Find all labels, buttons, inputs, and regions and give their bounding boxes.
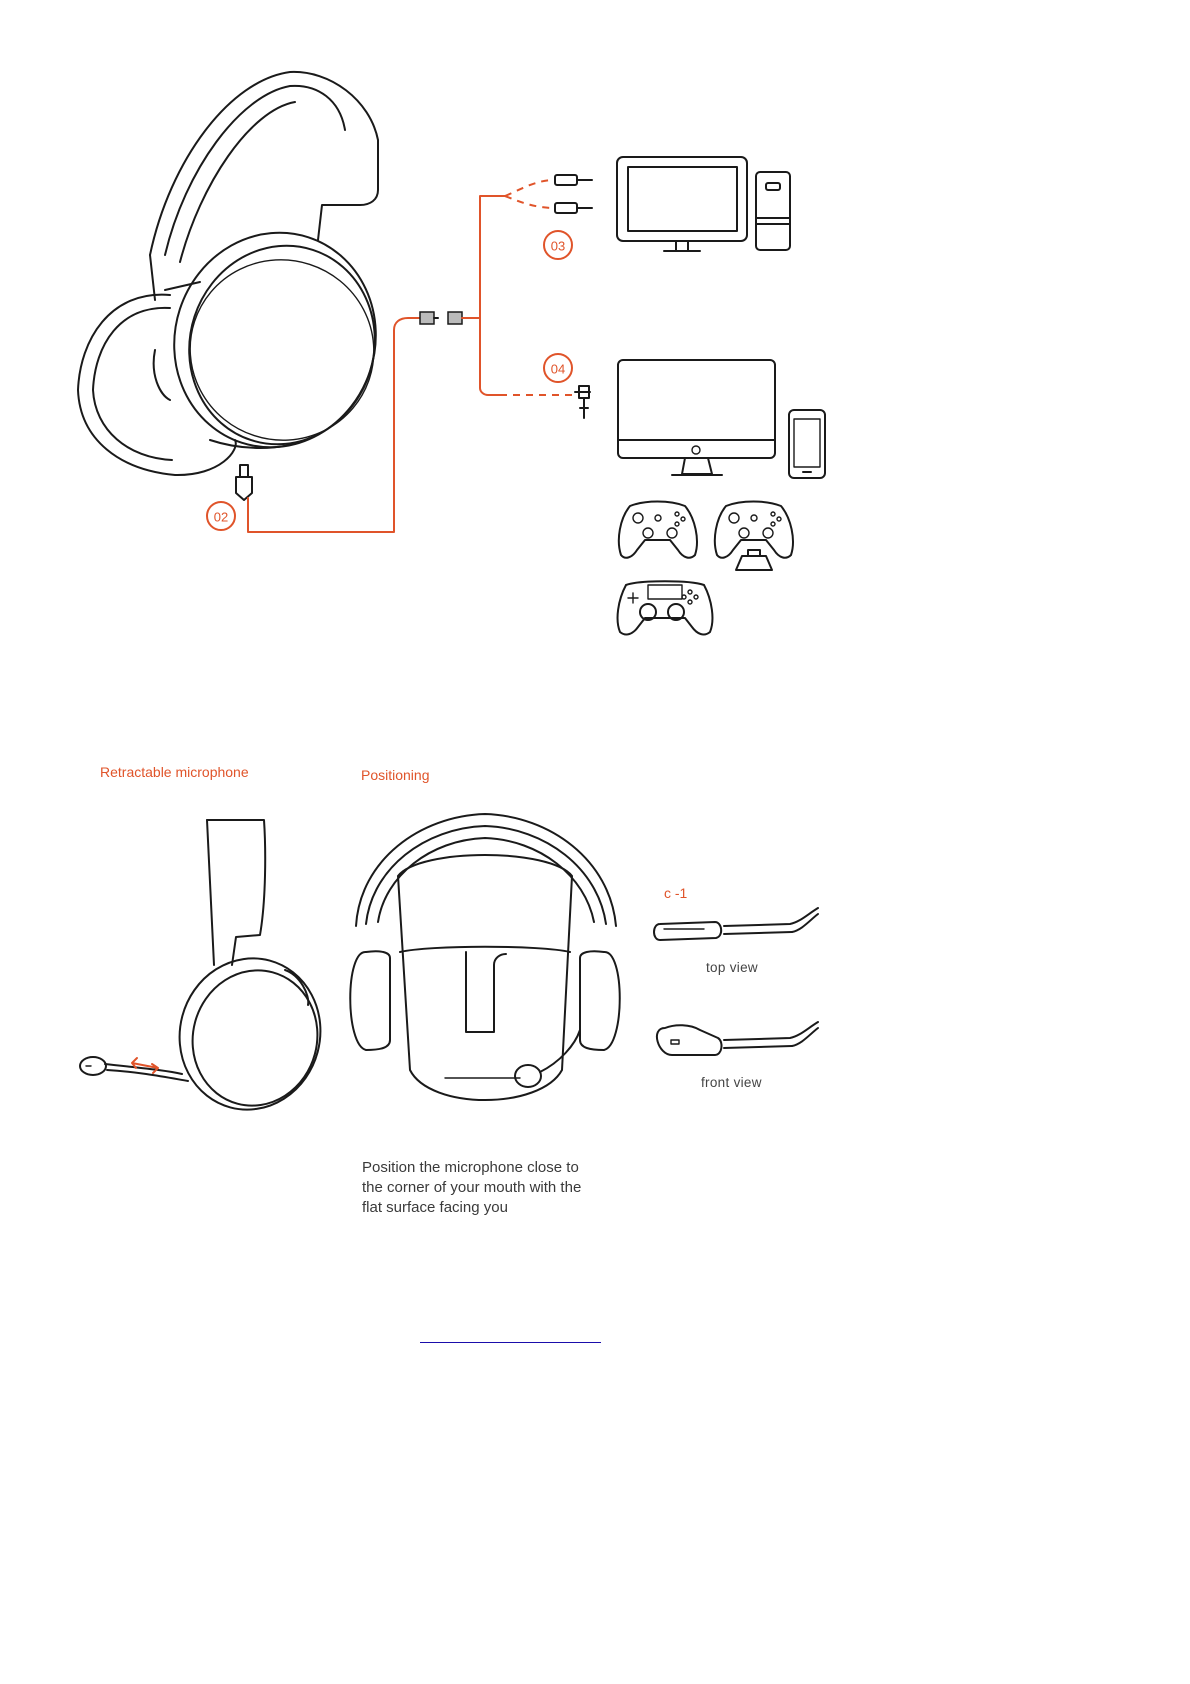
callout-04: 04 [544, 354, 572, 382]
splitter-dash-bottom [505, 196, 555, 208]
console-audio-plug [575, 386, 590, 418]
pc-audio-plugs [555, 175, 592, 213]
smartphone-icon [789, 410, 825, 478]
top-view-caption: top view [706, 960, 758, 975]
mic-view-label: c -1 [664, 885, 687, 901]
svg-text:02: 02 [214, 510, 228, 525]
callout-02: 02 [207, 502, 235, 530]
pc-monitor-icon [617, 157, 747, 251]
positioning-head-illustration [350, 814, 620, 1100]
svg-text:03: 03 [551, 239, 565, 254]
splitter-dash-top [505, 180, 555, 196]
console-branch-cable [480, 318, 500, 395]
callout-03: 03 [544, 231, 572, 259]
hyperlink-underline[interactable] [420, 1342, 601, 1343]
retractable-microphone-title: Retractable microphone [100, 764, 249, 780]
front-view-caption: front view [701, 1075, 762, 1090]
pc-branch-cable [462, 196, 505, 318]
pc-tower-icon [756, 172, 790, 250]
all-in-one-monitor-icon [618, 360, 775, 475]
mic-top-view-illustration [654, 908, 818, 940]
positioning-title: Positioning [361, 767, 430, 783]
cable-connectors [420, 312, 462, 324]
mic-front-view-illustration [657, 1022, 818, 1055]
headset-side-illustration [78, 72, 403, 500]
retractable-mic-headset-illustration [80, 820, 337, 1126]
playstation-controller-icon [618, 581, 713, 634]
positioning-instruction: Position the microphone close to the cor… [362, 1158, 622, 1218]
retract-direction-arrow [132, 1058, 158, 1073]
xbox360-controller-icon [715, 502, 793, 571]
svg-text:04: 04 [551, 362, 565, 377]
xbox-controller-icon [619, 502, 697, 558]
